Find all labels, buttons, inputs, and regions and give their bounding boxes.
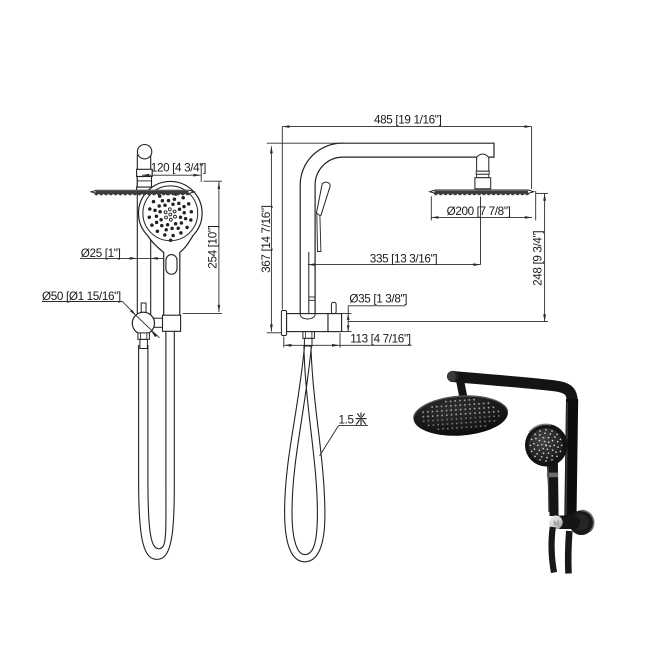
svg-text:Ø200 [7 7/8"]: Ø200 [7 7/8"] <box>447 205 511 218</box>
svg-text:335 [13 3/16"]: 335 [13 3/16"] <box>370 252 438 265</box>
svg-text:485 [19 1/16"]: 485 [19 1/16"] <box>374 114 442 127</box>
svg-text:1.5: 1.5 <box>339 414 355 427</box>
svg-text:M: M <box>553 521 559 528</box>
svg-text:Ø25 [1"]: Ø25 [1"] <box>81 247 121 260</box>
svg-text:120 [4 3/4"]: 120 [4 3/4"] <box>151 161 206 174</box>
svg-text:367 [14 7/16"]: 367 [14 7/16"] <box>260 205 273 273</box>
svg-text:Ø35 [1 3/8"]: Ø35 [1 3/8"] <box>349 293 407 306</box>
svg-text:113 [4 7/16"]: 113 [4 7/16"] <box>350 333 411 346</box>
svg-text:248 [9 3/4"]: 248 [9 3/4"] <box>531 231 544 286</box>
svg-text:254 [10"]: 254 [10"] <box>207 225 220 268</box>
svg-text:Ø50 [Ø1 15/16"]: Ø50 [Ø1 15/16"] <box>42 290 121 303</box>
